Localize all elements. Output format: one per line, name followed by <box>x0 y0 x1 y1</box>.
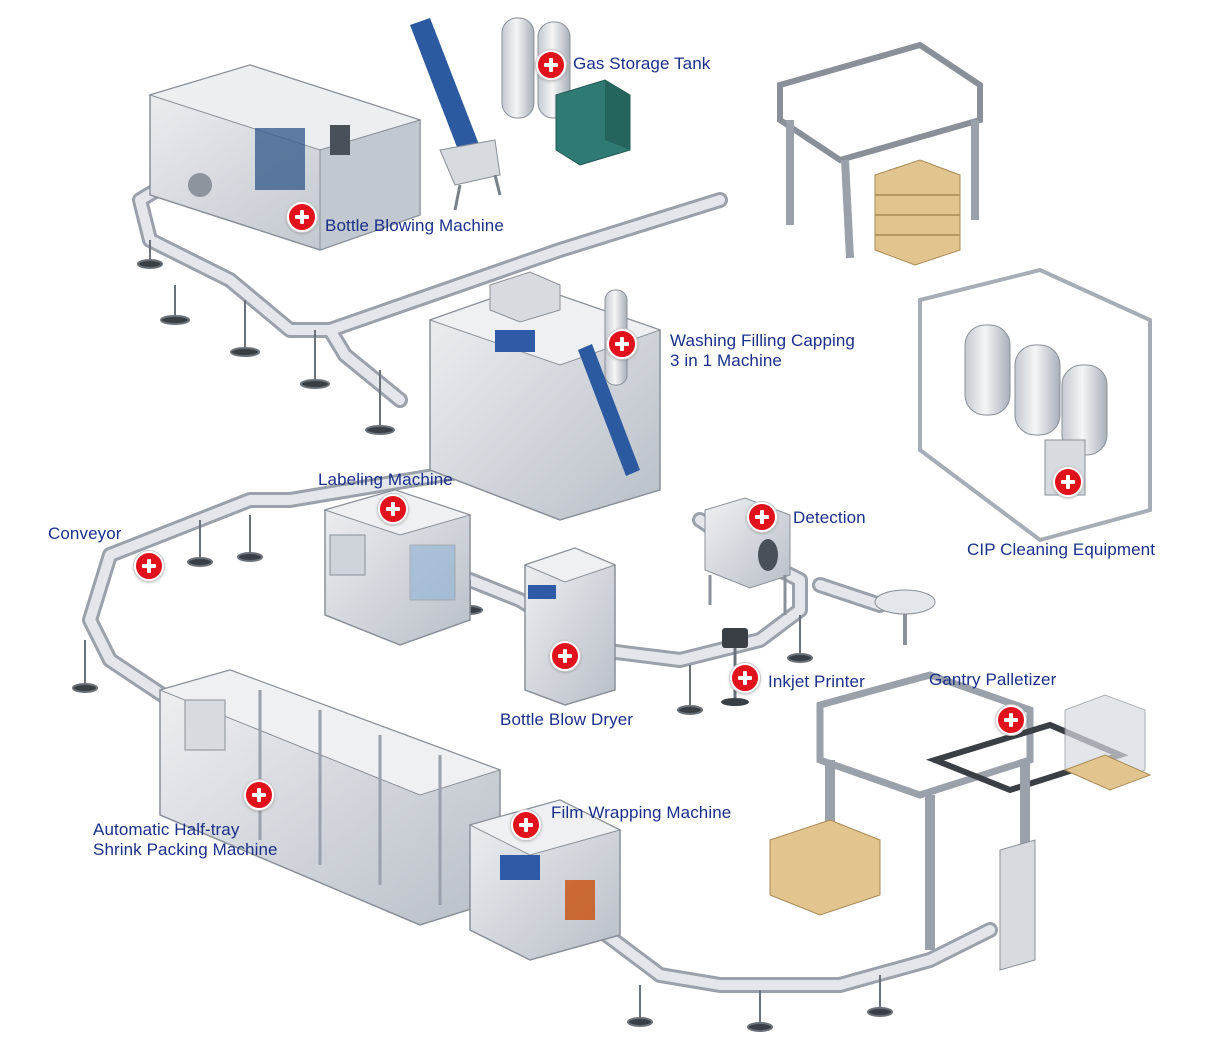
gas-storage-tank <box>501 17 631 166</box>
labeling-machine-label: Labeling Machine <box>318 470 453 489</box>
washing-filling-capping-line2: 3 in 1 Machine <box>670 351 782 370</box>
film-wrapping-machine <box>468 799 622 961</box>
bottle-blow-dryer-label: Bottle Blow Dryer <box>500 710 634 729</box>
plus-circle-icon[interactable] <box>747 502 777 532</box>
gantry-palletizer <box>769 671 1152 971</box>
labeling-machine <box>323 489 472 646</box>
conveyor-label: Conveyor <box>48 524 122 543</box>
bottle-blowing-machine-label: Bottle Blowing Machine <box>325 216 504 235</box>
plus-circle-icon[interactable] <box>134 551 164 581</box>
plus-circle-icon[interactable] <box>378 494 408 524</box>
film-wrapping-machine-label: Film Wrapping Machine <box>551 803 732 822</box>
plus-circle-icon[interactable] <box>996 705 1026 735</box>
half-tray-shrink-packing-label: Automatic Half-tray Shrink Packing Machi… <box>93 820 278 860</box>
plus-circle-icon[interactable] <box>1053 467 1083 497</box>
conveyor-track <box>82 177 998 993</box>
top-palletizer <box>777 41 983 266</box>
plus-circle-icon[interactable] <box>550 641 580 671</box>
plus-circle-icon[interactable] <box>607 329 637 359</box>
bottle-blowing-machine <box>148 64 422 251</box>
inkjet-printer-label: Inkjet Printer <box>768 672 865 691</box>
half-tray-line1: Automatic Half-tray <box>93 820 240 839</box>
plus-circle-icon[interactable] <box>244 780 274 810</box>
plus-circle-icon[interactable] <box>536 50 566 80</box>
washing-filling-capping-label: Washing Filling Capping 3 in 1 Machine <box>670 331 855 371</box>
washing-filling-capping-line1: Washing Filling Capping <box>670 331 855 350</box>
conveyor-stands <box>72 240 893 1032</box>
half-tray-shrink-packing-machine <box>158 669 502 926</box>
plus-circle-icon[interactable] <box>511 810 541 840</box>
gas-storage-tank-label: Gas Storage Tank <box>573 54 711 73</box>
gantry-palletizer-label: Gantry Palletizer <box>929 670 1057 689</box>
plus-circle-icon[interactable] <box>730 663 760 693</box>
half-tray-line2: Shrink Packing Machine <box>93 840 278 859</box>
cip-cleaning-equipment-label: CIP Cleaning Equipment <box>967 540 1156 559</box>
cip-cleaning-equipment <box>918 267 1152 543</box>
detection-label: Detection <box>793 508 866 527</box>
rotary-table <box>874 589 936 645</box>
bottle-blow-dryer <box>523 547 617 706</box>
plus-circle-icon[interactable] <box>287 202 317 232</box>
bottle-elevator <box>410 18 502 211</box>
washing-filling-capping-machine <box>428 271 662 521</box>
